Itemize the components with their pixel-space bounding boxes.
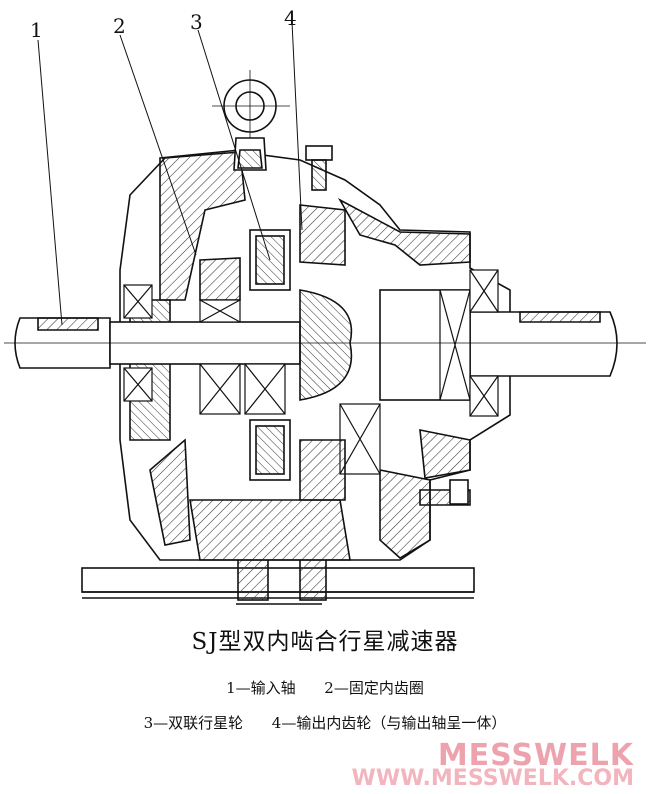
legend-row-1: 1—输入轴 2—固定内齿圈 [0, 677, 650, 698]
diagram-title: SJ型双内啮合行星减速器 [191, 629, 459, 655]
breather-plug [305, 145, 333, 191]
callout-2: 2 [113, 14, 126, 38]
legend-row-2: 3—双联行星轮 4—输出内齿轮（与输出轴呈一体） [0, 712, 650, 733]
gear-reducer-section-drawing [4, 21, 646, 605]
legend-item-1: 1—输入轴 [226, 679, 296, 697]
callout-1: 1 [30, 18, 43, 42]
bearings [123, 269, 499, 475]
watermark-logo: MESSWELK [437, 738, 634, 773]
callout-4: 4 [284, 6, 297, 30]
watermark-url: WWW.MESSWELK.COM [351, 766, 634, 791]
legend-item-2: 2—固定内齿圈 [324, 679, 424, 697]
right-cover [419, 479, 471, 506]
lifting-eye [212, 70, 290, 171]
callout-3: 3 [190, 10, 203, 34]
legend-item-3: 3—双联行星轮 [143, 714, 244, 732]
legend-item-4: 4—输出内齿轮（与输出轴呈一体） [271, 714, 507, 732]
leader-lines [37, 21, 303, 326]
